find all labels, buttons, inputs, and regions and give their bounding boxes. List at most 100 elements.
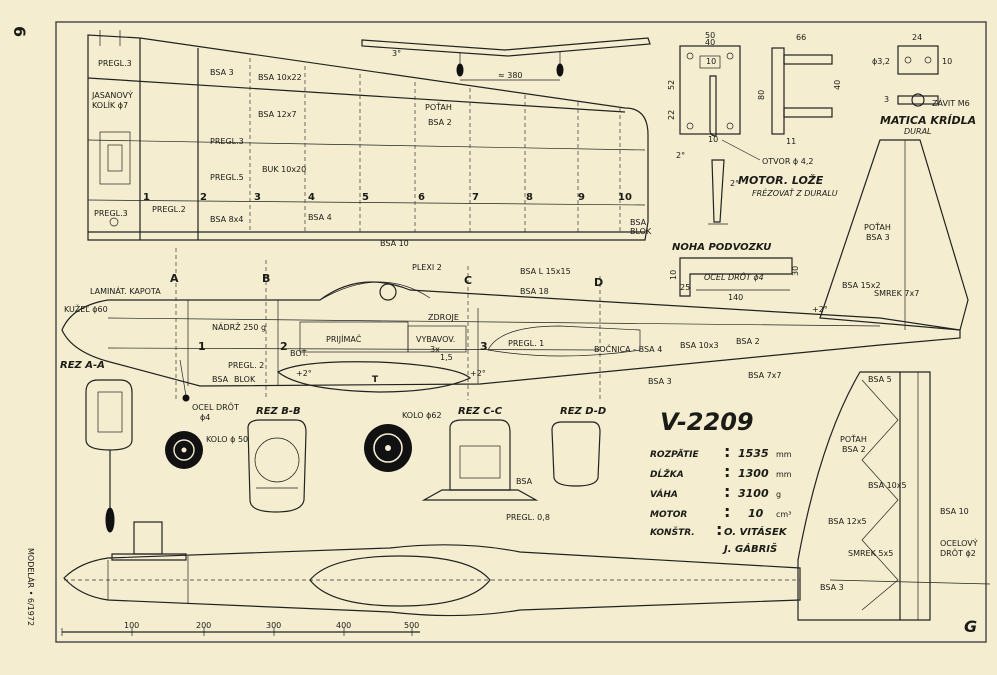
- fuselage-label-5: BSA 18: [520, 287, 549, 296]
- wing-rib-2: 2: [200, 192, 207, 203]
- fuselage-label-11: BOČNICA - BSA 4: [594, 343, 662, 354]
- motor-mount-dim-12: 2°: [676, 151, 685, 160]
- motor-mount-subtitle: FRÉZOVAŤ Z DURALU: [752, 187, 838, 198]
- motor-mount-dim-8: 80: [757, 90, 766, 100]
- svg-text::: :: [716, 520, 722, 539]
- wing-label-13: PREGL.3: [94, 209, 128, 218]
- wing-rib-10: 10: [618, 192, 632, 203]
- fuselage-bulkhead-3: 3: [480, 340, 488, 353]
- spec-value-weight: 3100: [738, 487, 769, 500]
- wing-rib-7: 7: [472, 192, 479, 203]
- fuselage-label-12: BSA 10x3: [680, 341, 719, 350]
- fuselage-label-20: SMREK 7x7: [874, 289, 919, 298]
- wing-nut-dim-1: 24: [912, 33, 922, 42]
- fuselage-label-15: BSA: [212, 375, 229, 384]
- motor-mount-dim-3: 10: [706, 57, 716, 66]
- fuselage-extra-3: BOŤ.: [290, 348, 308, 358]
- wheel-large: [364, 424, 412, 472]
- side-caption: MODELÁR • 6/1972: [26, 548, 37, 626]
- wing-label-2: JASANOVÝ: [91, 89, 133, 100]
- fuselage-label-25: +2°: [812, 305, 828, 314]
- fuselage-label-4: BSA L 15x15: [520, 267, 571, 276]
- spec-value-motor: 10: [748, 507, 764, 520]
- fuselage-label-7: ZDROJE: [428, 313, 459, 322]
- scale-tick-100: 100: [124, 621, 139, 630]
- fuselage-label-26: T: [372, 375, 379, 385]
- stab-label-4: BSA 10x5: [868, 481, 907, 490]
- spec-unit-motor: cm³: [776, 510, 791, 519]
- wing-label-18: BLOK: [630, 227, 652, 236]
- spec-label-motor: MOTOR: [650, 510, 687, 520]
- spec-value-designer-2: J. GÁBRIŠ: [722, 541, 777, 555]
- fuselage-label-23: +2°: [296, 369, 312, 378]
- stab-label-9: OCELOVÝ: [940, 537, 978, 548]
- svg-text::: :: [724, 442, 730, 461]
- landing-gear-dim-1: 10: [669, 270, 678, 280]
- fuselage-label-16: BLOK: [234, 375, 256, 384]
- fuselage-label-6: NÁDRŽ 250 g: [212, 321, 266, 332]
- section-label-3: KOLO ϕ 50: [206, 435, 248, 444]
- landing-gear-dim-4: 30: [791, 266, 800, 276]
- fuselage-label-3: PLEXI 2: [412, 263, 442, 272]
- fuselage-label-22: BSA 3: [866, 233, 890, 242]
- landing-gear-dim-2: 25: [680, 283, 690, 292]
- landing-gear-dim-3: 140: [728, 293, 743, 302]
- wing-rib-9: 9: [578, 192, 585, 203]
- section-label-1: OCEL DRÔT: [192, 401, 239, 412]
- fuselage-label-1: LAMINÁT. KAPOTA: [90, 285, 161, 296]
- wing-label-17: BSA: [630, 218, 647, 227]
- spec-unit-length: mm: [776, 470, 792, 479]
- scale-tick-200: 200: [196, 621, 211, 630]
- front-view-note: 3°: [392, 49, 401, 58]
- wing-nut-thread: ZÁVIT M6: [932, 97, 970, 108]
- section-marker-c: C: [464, 274, 472, 287]
- stab-label-7: SMREK 5x5: [848, 549, 893, 558]
- spec-value-length: 1300: [738, 467, 769, 480]
- motor-mount-dim-4: 52: [667, 80, 676, 90]
- section-b-title: REZ B-B: [256, 406, 301, 417]
- section-marker-b: B: [262, 272, 270, 285]
- wing-label-15: BSA 4: [308, 213, 332, 222]
- wing-nut-dim-3: ϕ3,2: [872, 57, 890, 66]
- motor-mount-dim-2: 40: [705, 38, 715, 47]
- svg-text::: :: [724, 502, 730, 521]
- section-b-drawing: [247, 419, 307, 513]
- section-label-4: KOLO ϕ62: [402, 411, 442, 420]
- landing-gear-drawing: [679, 257, 793, 297]
- section-c-title: REZ C-C: [458, 406, 503, 417]
- spec-label-length: DĹŽKA: [650, 468, 684, 480]
- wing-rib-1: 1: [143, 192, 150, 203]
- landing-gear-wire: OCEL DRÔT ϕ4: [704, 271, 764, 282]
- svg-text::: :: [724, 482, 730, 501]
- wing-nut-dim-2: 10: [942, 57, 952, 66]
- fuselage-label-2: KUŽEĽ ϕ60: [64, 303, 108, 314]
- stab-label-2: POŤAH: [840, 434, 867, 444]
- section-d-title: REZ D-D: [560, 406, 606, 417]
- fuselage-label-24: +2°: [470, 369, 486, 378]
- spec-value-designer-1: O. VITÁSEK: [724, 525, 788, 538]
- fuselage-label-8: PRIJÍMAČ: [326, 333, 362, 344]
- fuselage-extra-1: 3x: [430, 345, 440, 354]
- section-a-title: REZ A-A: [60, 360, 105, 371]
- fuselage-top-drawing: [61, 521, 801, 636]
- signature: G: [964, 617, 977, 636]
- fuselage-label-18: BSA 7x7: [748, 371, 782, 380]
- motor-mount-dim-11: 2°: [730, 179, 739, 188]
- wing-rib-6: 6: [418, 192, 425, 203]
- wing-nut-drawing: [897, 45, 939, 107]
- fuselage-label-14: PREGL. 2: [228, 361, 264, 370]
- stab-label-6: BSA 10: [940, 507, 969, 516]
- motor-mount-dim-6: 10: [708, 135, 718, 144]
- wing-label-10: BUK 10x20: [262, 165, 306, 174]
- motor-mount-dim-10: 11: [786, 137, 796, 146]
- wing-rib-4: 4: [308, 192, 315, 203]
- wing-rib-8: 8: [526, 192, 533, 203]
- wing-label-11: PREGL.5: [210, 173, 244, 182]
- scale-tick-500: 500: [404, 621, 419, 630]
- motor-mount-dim-5: 22: [667, 110, 676, 120]
- spec-label-designer: KONŠTR.: [650, 527, 695, 538]
- motor-mount-title: MOTOR. LOŽE: [738, 173, 824, 187]
- spec-label-span: ROZPÄTIE: [650, 449, 699, 460]
- section-d-drawing: [551, 421, 601, 487]
